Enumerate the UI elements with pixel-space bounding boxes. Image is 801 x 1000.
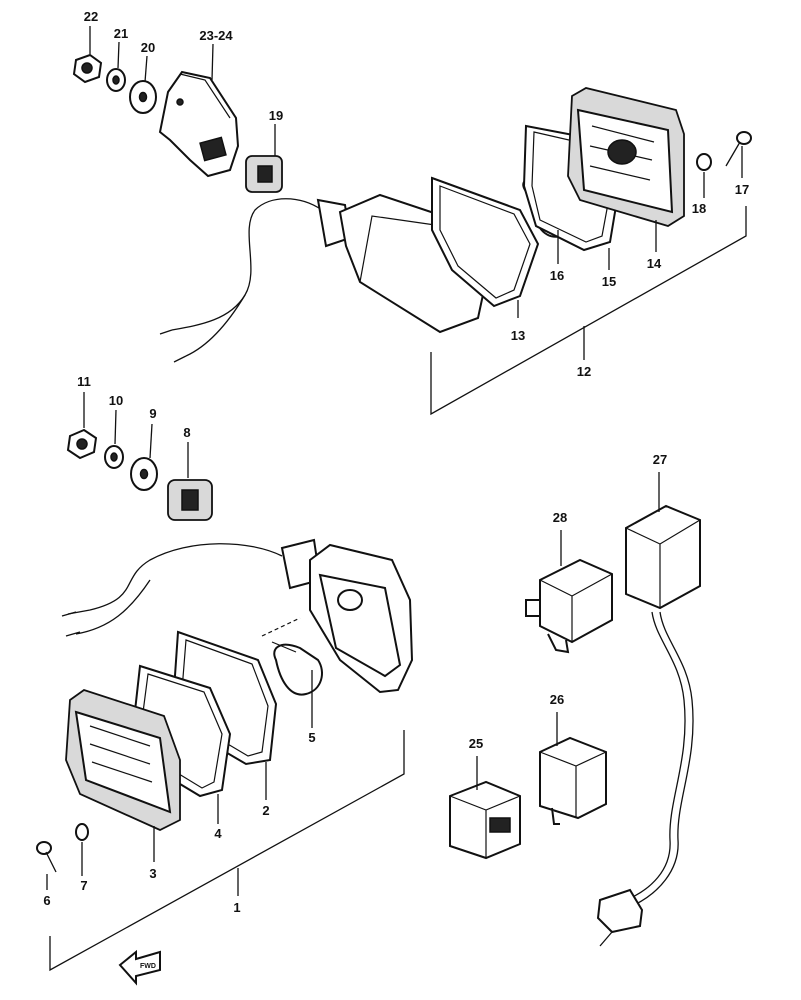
relay-26: [539, 736, 607, 825]
screw-17: [725, 131, 752, 167]
callout-15: 15: [602, 274, 616, 289]
upper-signal-wiring: [159, 198, 323, 363]
callout-1: 1: [233, 900, 240, 915]
lock-washer-10: [104, 445, 124, 469]
callout-6: 6: [43, 893, 50, 908]
mounting-bracket-23-24: [158, 70, 240, 178]
callout-18: 18: [692, 201, 706, 216]
callout-13: 13: [511, 328, 525, 343]
callout-22: 22: [84, 9, 98, 24]
lens-14: [567, 87, 685, 227]
washer-18: [696, 153, 712, 171]
callout-7: 7: [80, 878, 87, 893]
lower-signal-wiring: [61, 543, 283, 637]
callout-12: 12: [577, 364, 591, 379]
grommet-19: [245, 155, 283, 193]
forward-direction-arrow: FWD: [118, 949, 161, 986]
lens-3: [65, 689, 181, 831]
callout-10: 10: [109, 393, 123, 408]
callout-17: 17: [735, 182, 749, 197]
callout-8: 8: [183, 425, 190, 440]
callout-labels: 22 21 20 23-24 19 17 18 14 16 15 13 12 1…: [43, 9, 749, 915]
signal-housing-lower: [280, 538, 414, 694]
washer-9: [130, 457, 158, 491]
relay-27-with-harness: [596, 504, 701, 947]
lower-leader-lines: [46, 392, 405, 972]
callout-16: 16: [550, 268, 564, 283]
screw-6: [36, 841, 57, 873]
forward-label: FWD: [140, 963, 156, 970]
callout-27: 27: [653, 452, 667, 467]
callout-14: 14: [647, 256, 662, 271]
grommet-8: [167, 479, 213, 521]
relay-25: [449, 780, 521, 860]
upper-leader-lines: [89, 26, 747, 416]
flasher-relay-28: [525, 558, 613, 654]
bulb-5: [261, 617, 323, 696]
gasket-13: [431, 176, 540, 308]
callout-19: 19: [269, 108, 283, 123]
callout-2: 2: [262, 803, 269, 818]
callout-3: 3: [149, 866, 156, 881]
lock-washer-21: [106, 68, 126, 92]
callout-26: 26: [550, 692, 564, 707]
callout-25: 25: [469, 736, 483, 751]
callout-11: 11: [77, 374, 91, 389]
callout-20: 20: [141, 40, 155, 55]
callout-21: 21: [114, 26, 128, 41]
callout-5: 5: [308, 730, 315, 745]
hex-nut-11: [66, 428, 98, 460]
hex-nut-22: [72, 53, 103, 84]
callout-23-24: 23-24: [199, 28, 233, 43]
washer-20: [129, 80, 157, 114]
callout-4: 4: [214, 826, 222, 841]
callout-28: 28: [553, 510, 567, 525]
right-leader-lines: [476, 472, 660, 790]
washer-7: [75, 823, 89, 841]
callout-9: 9: [149, 406, 156, 421]
